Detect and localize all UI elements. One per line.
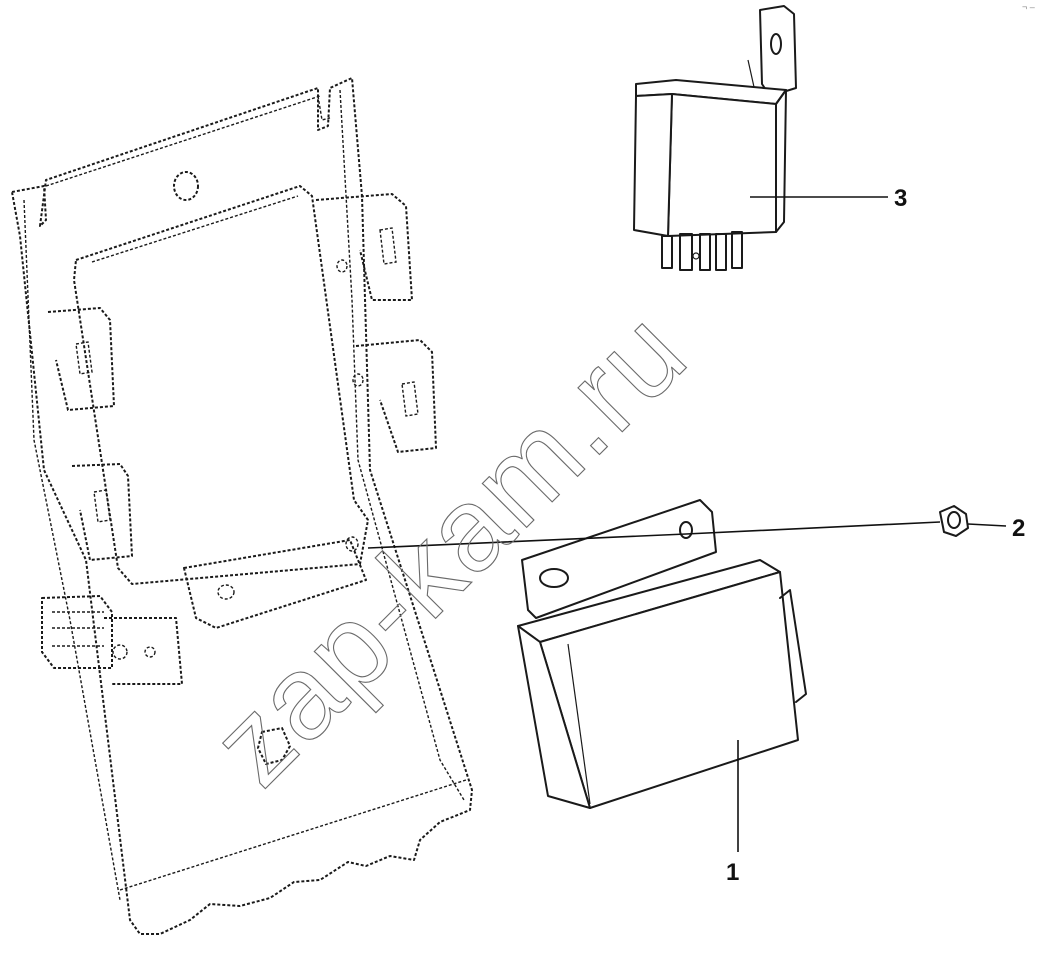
mounting-plate [11, 77, 473, 935]
callout-2-label: 2 [1012, 515, 1025, 542]
leader-lines [367, 196, 1007, 852]
callout-1-label: 1 [726, 859, 739, 886]
nut-part-2 [939, 505, 969, 537]
corner-mark: ¬ – [1022, 2, 1035, 12]
callout-3-label: 3 [894, 185, 907, 212]
control-unit-part-1 [517, 499, 807, 809]
relay-part-3 [633, 5, 797, 271]
